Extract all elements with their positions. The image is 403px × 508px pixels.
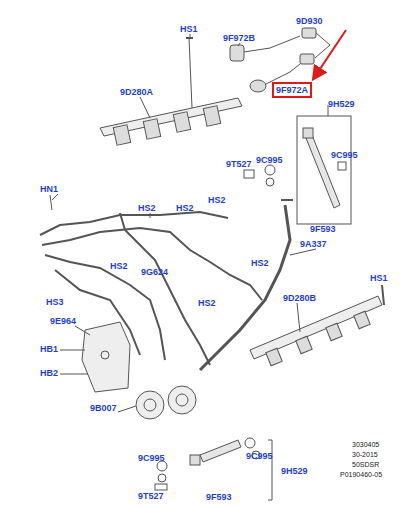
callout-number: 9F593: [310, 224, 336, 234]
callout-number: HS1: [370, 273, 388, 283]
callout-number: HS2: [138, 203, 156, 213]
callout-number: HN1: [40, 184, 58, 194]
callout-number: 9B007: [90, 403, 117, 413]
callout-number: 9F972B: [223, 33, 255, 43]
callout-number: 9D930: [296, 16, 323, 26]
callout-number: 9H529: [328, 99, 355, 109]
drawing-reference: P0190460-05: [340, 470, 382, 479]
callout-number: HS1: [180, 24, 198, 34]
callout-number: 9C995: [138, 453, 165, 463]
callout-number: HS3: [46, 297, 64, 307]
drawing-reference: 3030405: [352, 440, 379, 449]
red-arrow: [314, 30, 346, 78]
callout-number: 9C995: [246, 451, 273, 461]
callout-number: 9T527: [138, 491, 164, 501]
callout-number: HB2: [40, 368, 58, 378]
drawing-reference: 30-2015: [352, 450, 378, 459]
callout-number: 9T527: [226, 159, 252, 169]
callout-number: 9G624: [141, 267, 168, 277]
highlight-box: 9F972A: [272, 82, 312, 98]
callout-number: HS2: [198, 298, 216, 308]
drawing-reference: 50SDSR: [352, 460, 379, 469]
callout-number: HS2: [110, 261, 128, 271]
callout-number: 9H529: [281, 466, 308, 476]
callout-number: 9A337: [300, 239, 327, 249]
callout-number: HB1: [40, 344, 58, 354]
callout-number: 9C995: [331, 150, 358, 160]
callout-number: 9E964: [50, 316, 76, 326]
callout-number: 9F972A: [276, 85, 308, 95]
callout-number: 9D280B: [283, 293, 316, 303]
callout-number: HS2: [176, 203, 194, 213]
callout-number: HS2: [251, 258, 269, 268]
callout-number: 9C995: [256, 155, 283, 165]
callout-number: 9D280A: [120, 87, 153, 97]
callout-number: HS2: [208, 195, 226, 205]
callout-number: 9F593: [206, 492, 232, 502]
